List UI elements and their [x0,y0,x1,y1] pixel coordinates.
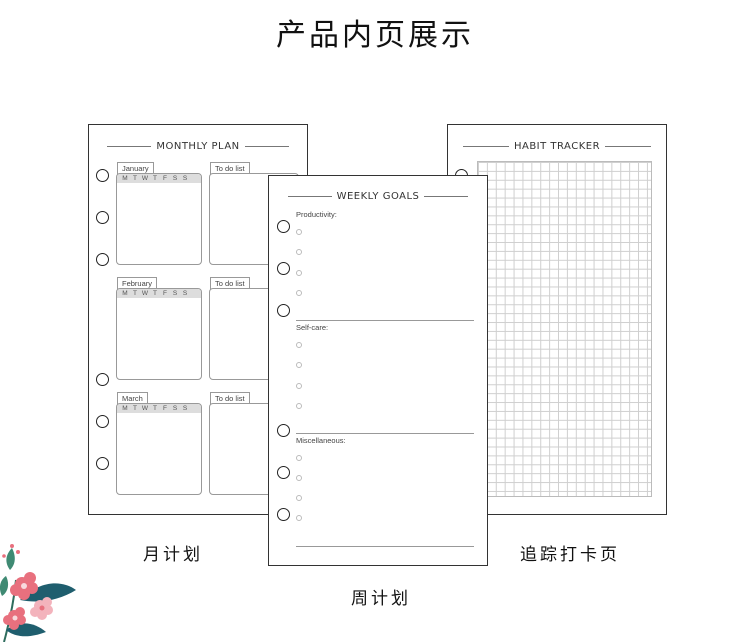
binder-hole [96,253,109,266]
section-miscellaneous: Miscellaneous: [296,436,346,445]
section-divider [296,433,474,434]
binder-hole [96,169,109,182]
checkbox-bullet [296,495,302,501]
floral-decoration [0,544,76,642]
binder-hole [96,457,109,470]
checkbox-bullet [296,270,302,276]
binder-hole [96,415,109,428]
todo-tab: To do list [210,162,250,175]
binder-hole [277,220,290,233]
page-title: 产品内页展示 [276,18,474,53]
month-tab-march: March [117,392,148,405]
checkbox-bullet [296,229,302,235]
monthly-plan-title: MONTHLY PLAN [89,141,307,153]
todo-tab: To do list [210,277,250,290]
section-productivity: Productivity: [296,210,337,219]
caption-habit-tracker: 追踪打卡页 [520,545,620,565]
caption-monthly-plan: 月计划 [143,545,203,565]
habit-grid [477,161,652,497]
habit-tracker-title: HABIT TRACKER [448,141,666,153]
checkbox-bullet [296,290,302,296]
binder-hole [96,211,109,224]
binder-hole [277,304,290,317]
weekly-goals-sheet: WEEKLY GOALS Productivity: Self-care: Mi… [268,175,488,566]
month-tab-january: January [117,162,154,175]
binder-hole [277,262,290,275]
binder-hole [277,466,290,479]
month-tab-february: February [117,277,158,290]
section-divider [296,546,474,547]
binder-hole [277,424,290,437]
checkbox-bullet [296,362,302,368]
todo-tab: To do list [210,392,250,405]
checkbox-bullet [296,455,302,461]
habit-tracker-sheet: HABIT TRACKER [447,124,667,515]
section-divider [296,320,474,321]
checkbox-bullet [296,383,302,389]
section-self-care: Self-care: [296,323,329,332]
checkbox-bullet [296,403,302,409]
checkbox-bullet [296,515,302,521]
weekly-goals-title: WEEKLY GOALS [269,191,487,203]
binder-hole [96,373,109,386]
binder-hole [277,508,290,521]
checkbox-bullet [296,249,302,255]
checkbox-bullet [296,342,302,348]
checkbox-bullet [296,475,302,481]
caption-weekly-plan: 周计划 [351,589,411,609]
